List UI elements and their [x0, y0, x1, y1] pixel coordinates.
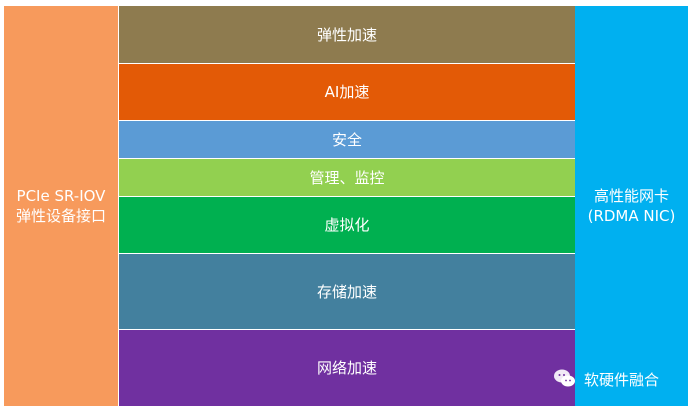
right-block-line-2: (RDMA NIC): [587, 207, 676, 225]
layer-ai-acceleration: AI加速: [119, 64, 575, 120]
layer-storage-acceleration: 存储加速: [119, 254, 575, 329]
layer-security: 安全: [119, 121, 575, 158]
layer-label: 安全: [331, 130, 362, 149]
layer-label: 网络加速: [316, 359, 377, 377]
layer-label: 管理、监控: [309, 168, 385, 187]
left-block-line-2: 弹性设备接口: [15, 207, 106, 225]
layer-label: 弹性加速: [316, 25, 377, 44]
pcie-sriov-interface-block: PCIe SR-IOV 弹性设备接口: [4, 6, 118, 406]
layer-virtualization: 虚拟化: [119, 197, 575, 253]
wechat-icon: [552, 366, 578, 392]
watermark-text: 软硬件融合: [584, 370, 660, 389]
right-block-line-1: 高性能网卡: [593, 187, 669, 205]
layer-management-monitoring: 管理、监控: [119, 159, 575, 196]
rdma-nic-block: 高性能网卡 (RDMA NIC): [575, 6, 688, 406]
layer-label: 虚拟化: [324, 216, 370, 234]
layer-network-acceleration: 网络加速: [119, 330, 575, 406]
layer-label: AI加速: [324, 83, 370, 101]
layer-label: 存储加速: [316, 282, 377, 301]
left-block-line-1: PCIe SR-IOV: [16, 187, 106, 205]
watermark: 软硬件融合: [552, 366, 659, 392]
layer-elastic-acceleration: 弹性加速: [119, 6, 575, 63]
